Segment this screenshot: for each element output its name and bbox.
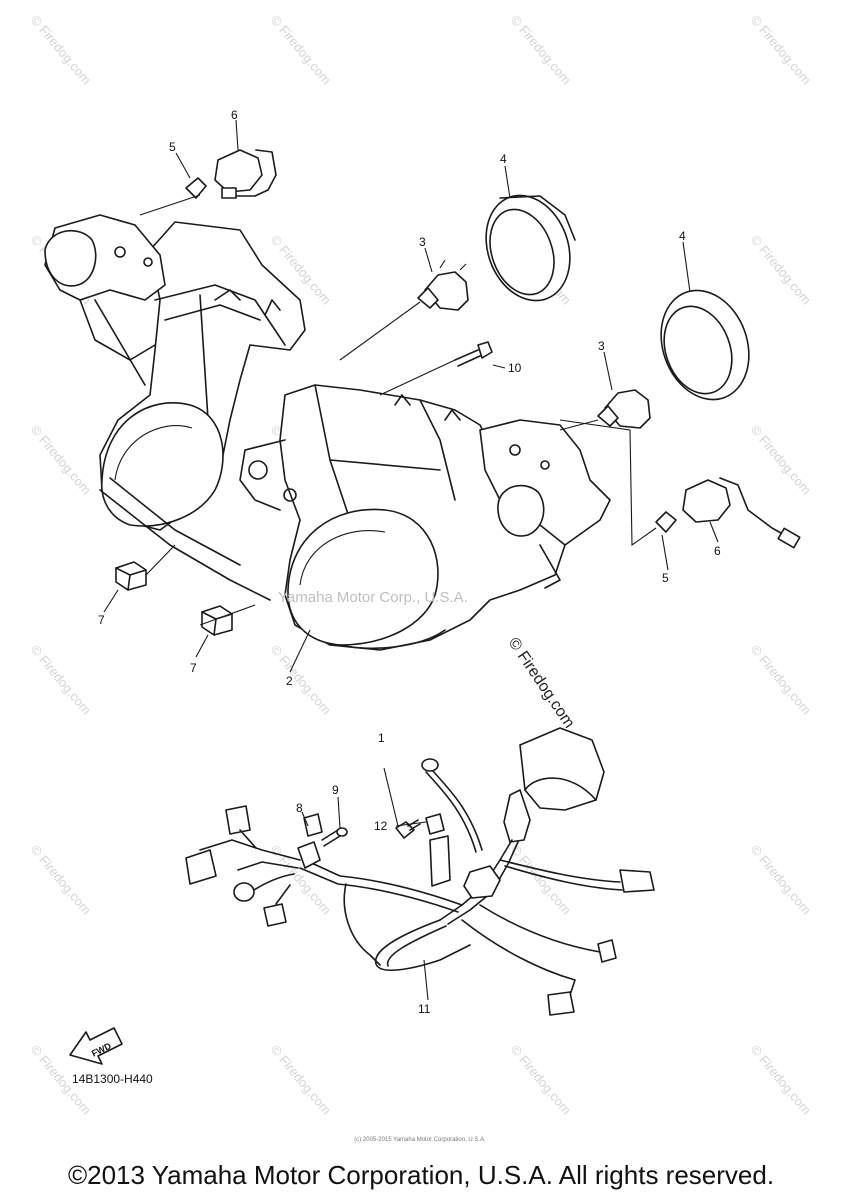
callout-5-upper: 5: [169, 140, 176, 154]
watermark: © Firedog.com: [28, 642, 94, 717]
callout-4-upper: 4: [500, 152, 507, 166]
callout-7-left: 7: [98, 613, 105, 627]
screw-10: [454, 341, 493, 367]
callout-11: 11: [418, 1002, 431, 1016]
watermark: © Firedog.com: [508, 1042, 574, 1117]
diagram-code: 14B1300-H440: [72, 1072, 153, 1086]
callout-3-lower: 3: [598, 339, 605, 353]
watermark: © Firedog.com: [28, 842, 94, 917]
clamp-8: [303, 813, 323, 837]
headlight-rim-4-lower: [660, 289, 750, 401]
watermark: © Firedog.com: [268, 1042, 334, 1117]
socket-6-upper: [214, 149, 277, 199]
callout-3-upper: 3: [419, 235, 426, 249]
ghost-watermark: Yamaha Motor Corp., U.S.A.: [278, 589, 468, 606]
watermark: © Firedog.com: [748, 642, 814, 717]
watermark: © Firedog.com: [268, 642, 334, 717]
leader-lines: [103, 119, 719, 673]
harness-leader-lines: [301, 767, 429, 1001]
screw-9: [321, 827, 348, 847]
footer-small-print: (c) 2005-2015 Yamaha Motor Corporation, …: [354, 1137, 486, 1143]
callout-2: 2: [286, 674, 293, 688]
callout-12: 12: [374, 819, 388, 833]
watermark: © Firedog.com: [28, 422, 94, 497]
callout-10: 10: [508, 361, 522, 375]
watermark: © Firedog.com: [748, 12, 814, 87]
bulb-5-lower: [655, 511, 677, 533]
center-watermark: © Firedog.com: [505, 635, 578, 732]
bulb-5-upper: [185, 177, 207, 199]
grommet-7-right: [201, 605, 233, 636]
headlight-rim-4-upper: [485, 194, 576, 302]
watermark: © Firedog.com: [748, 232, 814, 307]
bolt-1: [395, 819, 421, 839]
callout-4-lower: 4: [679, 229, 686, 243]
callout-1: 1: [378, 731, 385, 745]
wire-harness-11: [185, 727, 655, 1016]
watermark: © Firedog.com: [268, 12, 334, 87]
callout-8: 8: [296, 801, 303, 815]
socket-6-lower: [682, 477, 801, 549]
callout-9: 9: [332, 783, 339, 797]
watermark: © Firedog.com: [748, 422, 814, 497]
fwd-arrow-icon: FWD: [69, 1027, 123, 1065]
callout-6-lower: 6: [714, 544, 721, 558]
callout-7-right: 7: [190, 661, 197, 675]
watermark: © Firedog.com: [508, 842, 574, 917]
headlight-assembly: [44, 214, 611, 651]
bulb-3-upper: [417, 259, 469, 311]
copyright-notice: ©2013 Yamaha Motor Corporation, U.S.A. A…: [67, 1160, 775, 1190]
callout-6-upper: 6: [231, 108, 238, 122]
grommet-7-left: [115, 561, 147, 591]
bulb-3-lower: [597, 389, 651, 429]
watermark: © Firedog.com: [748, 842, 814, 917]
callout-labels: 6 5 4 3 4 3 10 6 5 7 7 2 1 9 8 12 11: [98, 108, 721, 1016]
callout-5-lower: 5: [662, 571, 669, 585]
watermark: © Firedog.com: [748, 1042, 814, 1117]
watermark: © Firedog.com: [28, 12, 94, 87]
clip-12: [425, 813, 445, 835]
watermark: © Firedog.com: [508, 12, 574, 87]
